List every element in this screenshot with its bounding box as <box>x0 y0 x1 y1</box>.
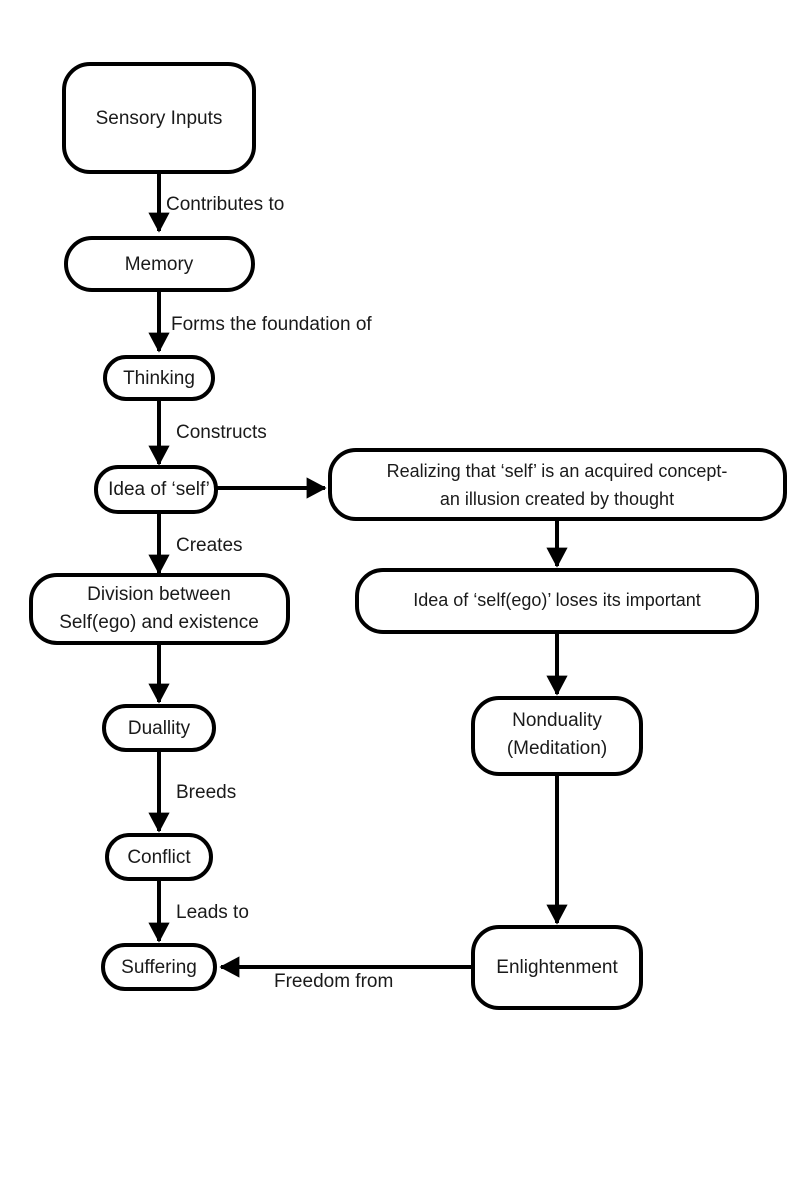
node-label-conflict: Conflict <box>127 847 191 868</box>
node-duallity[interactable]: Duallity <box>102 704 216 752</box>
node-label-duallity: Duallity <box>128 718 191 739</box>
edge-label-contributes-to: Contributes to <box>166 194 284 215</box>
edge-memory-to-thinking: Forms the foundation of <box>148 290 372 353</box>
node-shape <box>105 833 213 881</box>
node-memory[interactable]: Memory <box>64 236 255 292</box>
edge-label-freedom-from: Freedom from <box>274 971 393 992</box>
edge-label-creates: Creates <box>176 535 243 556</box>
node-label-nonduality-line2: (Meditation) <box>507 738 607 759</box>
node-label-memory: Memory <box>125 254 194 275</box>
edge-label-breeds: Breeds <box>176 782 236 803</box>
node-shape <box>64 236 255 292</box>
edge-label-leads-to: Leads to <box>176 902 249 923</box>
node-shape <box>355 568 759 634</box>
node-label-realizing-line1: Realizing that ‘self’ is an acquired con… <box>387 461 728 481</box>
edge-sensory-inputs-to-memory: Contributes to <box>148 172 284 233</box>
node-idea-of-self[interactable]: Idea of ‘self’ <box>94 465 218 514</box>
node-label-idea-of-self: Idea of ‘self’ <box>108 479 210 500</box>
node-shape <box>62 62 256 174</box>
node-label-realizing-line2: an illusion created by thought <box>440 489 674 509</box>
node-idea-of-self-ego-loses-its-important[interactable]: Idea of ‘self(ego)’ loses its important <box>355 568 759 634</box>
node-shape <box>102 704 216 752</box>
edge-enlightenment-to-suffering: Freedom from <box>219 956 473 992</box>
node-label-nonduality-line1: Nonduality <box>512 710 602 731</box>
node-shape <box>101 943 217 991</box>
edge-label-constructs: Constructs <box>176 422 267 443</box>
node-label-loses-important: Idea of ‘self(ego)’ loses its important <box>413 590 700 610</box>
node-label-enlightenment: Enlightenment <box>496 957 618 978</box>
edge-thinking-to-idea-of-self: Constructs <box>148 399 267 466</box>
node-suffering[interactable]: Suffering <box>101 943 217 991</box>
node-realizing-self-is-acquired-concept[interactable]: Realizing that ‘self’ is an acquired con… <box>328 448 787 521</box>
node-shape <box>328 448 787 521</box>
node-label-sensory-inputs: Sensory Inputs <box>96 108 223 129</box>
node-label-division-line2: Self(ego) and existence <box>59 612 259 633</box>
node-sensory-inputs[interactable]: Sensory Inputs <box>62 62 256 174</box>
node-shape <box>471 696 643 776</box>
node-thinking[interactable]: Thinking <box>103 355 215 401</box>
edge-idea-of-self-to-division: Creates <box>148 512 243 575</box>
node-shape <box>94 465 218 514</box>
node-label-division-line1: Division between <box>87 584 231 605</box>
edge-duallity-to-conflict: Breeds <box>148 750 236 833</box>
node-label-suffering: Suffering <box>121 957 197 978</box>
node-enlightenment[interactable]: Enlightenment <box>471 925 643 1010</box>
node-division-between-self-and-existence[interactable]: Division between Self(ego) and existence <box>29 573 290 645</box>
node-conflict[interactable]: Conflict <box>105 833 213 881</box>
node-label-thinking: Thinking <box>123 368 195 389</box>
node-shape <box>103 355 215 401</box>
edge-conflict-to-suffering: Leads to <box>148 879 249 943</box>
edge-label-forms-the-foundation-of: Forms the foundation of <box>171 314 372 335</box>
node-shape <box>29 573 290 645</box>
node-nonduality-meditation[interactable]: Nonduality (Meditation) <box>471 696 643 776</box>
node-shape <box>471 925 643 1010</box>
